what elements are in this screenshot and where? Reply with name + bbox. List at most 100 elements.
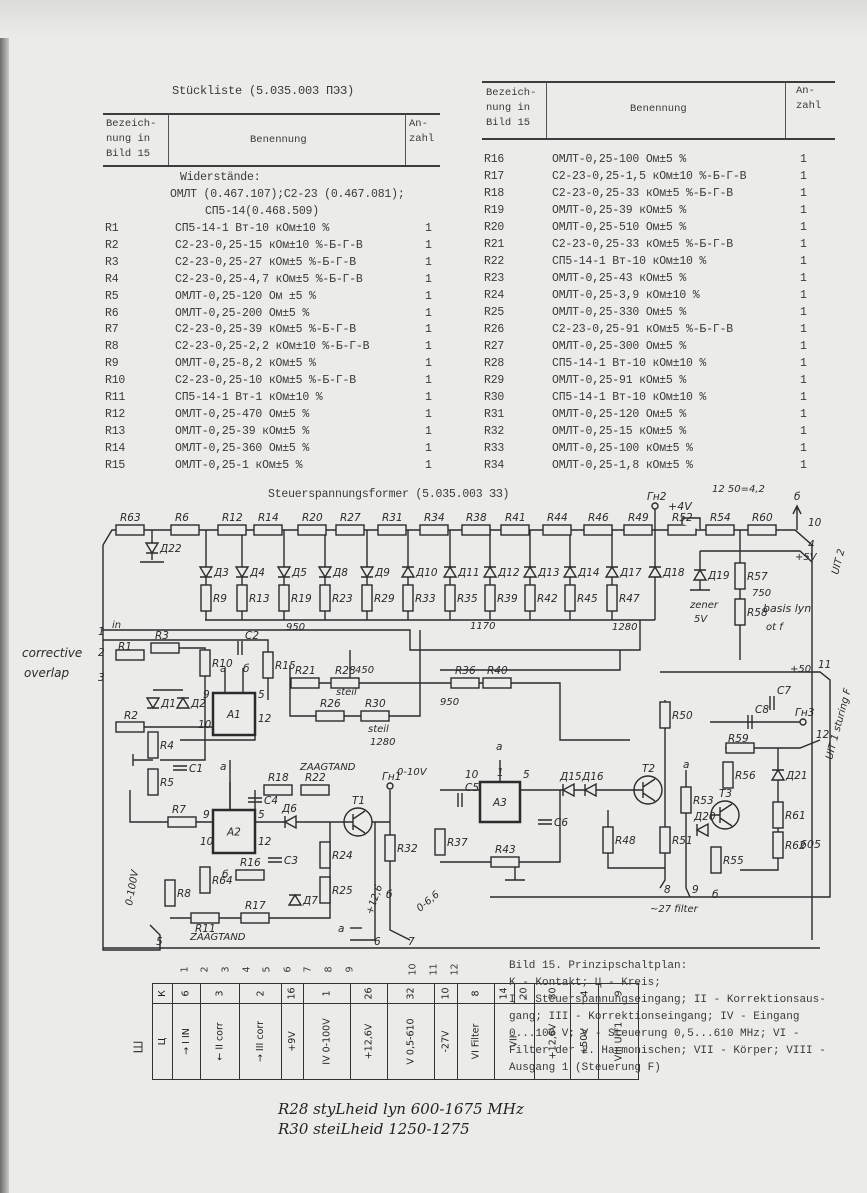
- part-name: С2-23-0,25-33 кОм±5 %-Б-Г-В: [552, 238, 733, 251]
- wire: [389, 790, 411, 941]
- resistor: [147, 731, 159, 759]
- part-qty: 1: [425, 222, 432, 235]
- header-line: Bezeich-: [106, 118, 157, 130]
- component-label: 5: [258, 809, 265, 821]
- resistor: [115, 524, 145, 536]
- component-label: R24: [332, 850, 353, 862]
- component-label: 10: [200, 836, 214, 848]
- handwritten-note: R28 styLheid lyn 600-1675 MHz: [278, 1100, 524, 1118]
- part-name: СП5-14-1 Вт-10 кОм±10 %: [552, 391, 707, 404]
- handwritten-annotation: +12,6: [364, 883, 385, 916]
- section-heading: ОМЛТ (0.467.107);С2-23 (0.467.081);: [170, 188, 405, 201]
- pin-number: 11: [428, 963, 440, 976]
- contact-cell: 1: [302, 983, 352, 1004]
- component-label: 1: [98, 626, 105, 638]
- part-ref: R14: [105, 441, 126, 455]
- part-name: ОМЛТ-0,25-200 Ом±5 %: [175, 306, 310, 320]
- component-label: 10: [465, 769, 479, 781]
- transistor-icon: [344, 810, 366, 834]
- resistor: [564, 584, 576, 612]
- component-label: б: [712, 889, 719, 901]
- part-qty: 1: [800, 153, 807, 166]
- component-label: a: [220, 663, 226, 675]
- wire: [490, 671, 831, 898]
- part-name: С2-23-0,25-15 кОм±10 %-Б-Г-В: [175, 238, 363, 252]
- handwritten-annotation: 1280: [370, 737, 395, 748]
- diode-icon: [522, 565, 538, 578]
- part-qty: 1: [800, 442, 807, 455]
- handwritten-annotation: 0-10V: [397, 767, 428, 778]
- handwritten-annotation: 950: [286, 622, 305, 633]
- part-ref: R28: [484, 357, 505, 370]
- resistor: [115, 649, 145, 661]
- diode-icon: [562, 565, 578, 578]
- part-ref: R33: [484, 442, 505, 455]
- transistor-icon: [343, 807, 373, 837]
- component-label: 10: [808, 517, 822, 529]
- component-label: Гн3: [795, 707, 814, 719]
- circuit-cell: +12,6V: [350, 1003, 388, 1080]
- connector-label: Ш: [131, 1040, 146, 1054]
- circuit-cell: ← II corr: [199, 1003, 241, 1080]
- contact-number: 3: [214, 990, 226, 997]
- component-label: 2: [98, 647, 105, 659]
- resistor: [772, 801, 784, 829]
- table-divider: [785, 82, 786, 138]
- part-ref: R21: [484, 238, 505, 251]
- component-label: Д22: [159, 543, 182, 555]
- diode-icon: [317, 566, 333, 579]
- header-count: An- zahl: [409, 117, 434, 147]
- component-label: R47: [619, 593, 640, 605]
- handwritten-annotation: +5V: [795, 552, 818, 563]
- component-label: 8: [664, 884, 671, 896]
- resistor: [705, 524, 735, 536]
- diode-icon: [561, 782, 575, 798]
- part-name: СП5-14-1 Вт-10 кОм±10 %: [552, 357, 707, 370]
- note-ref: R28: [278, 1100, 309, 1118]
- component-label: R21: [295, 665, 316, 677]
- circuit-cell: V 0,5-610: [386, 1003, 435, 1080]
- part-qty: 1: [425, 441, 432, 455]
- circuit-cell: Ц: [152, 1003, 173, 1080]
- diode-icon: [770, 768, 786, 781]
- component-label: R8: [177, 888, 191, 900]
- part-ref: R6: [105, 306, 119, 320]
- part-qty: 1: [800, 170, 807, 183]
- component-label: R27: [340, 512, 361, 524]
- wire: [685, 780, 691, 898]
- header-line: An-: [409, 118, 428, 130]
- resistor: [115, 721, 145, 733]
- component-label: R20: [302, 512, 323, 524]
- note-ref: R30: [278, 1120, 309, 1138]
- contact-number: 26: [363, 987, 375, 1000]
- contact-number: 32: [405, 987, 417, 1000]
- component-label: Д19: [707, 570, 730, 582]
- wire: [440, 790, 561, 863]
- circuit-label: IV 0-100V: [321, 1018, 333, 1065]
- arrow-icon: [224, 668, 244, 693]
- resistor: [240, 912, 270, 924]
- circuit-cell: VIII UIT1: [597, 1003, 640, 1080]
- diode-icon: [145, 697, 161, 710]
- component-label: R58: [747, 607, 768, 619]
- component-label: R45: [577, 593, 598, 605]
- ic-block: [211, 808, 257, 855]
- component-label: R43: [495, 844, 516, 856]
- part-ref: R10: [105, 374, 126, 388]
- scan-shade: [0, 0, 867, 38]
- component-label: 5: [523, 769, 530, 781]
- part-name: ОМЛТ-0,25-91 кОм±5 %: [552, 374, 687, 387]
- caption-line: I - Steuerspannungseingang; II - Korrekt…: [509, 994, 826, 1006]
- resistor: [315, 710, 345, 722]
- component-label: 11: [818, 659, 831, 671]
- capacitor-icon: [237, 641, 243, 655]
- component-label: A2: [226, 827, 241, 839]
- component-label: R16: [240, 857, 261, 869]
- component-label: Д5: [291, 567, 307, 579]
- part-ref: R13: [105, 424, 126, 438]
- component-label: б: [243, 663, 250, 675]
- handwritten-annotation: 0-6,6: [415, 889, 442, 914]
- component-label: R33: [415, 593, 436, 605]
- component-label: R2: [124, 710, 138, 722]
- resistor: [200, 584, 212, 612]
